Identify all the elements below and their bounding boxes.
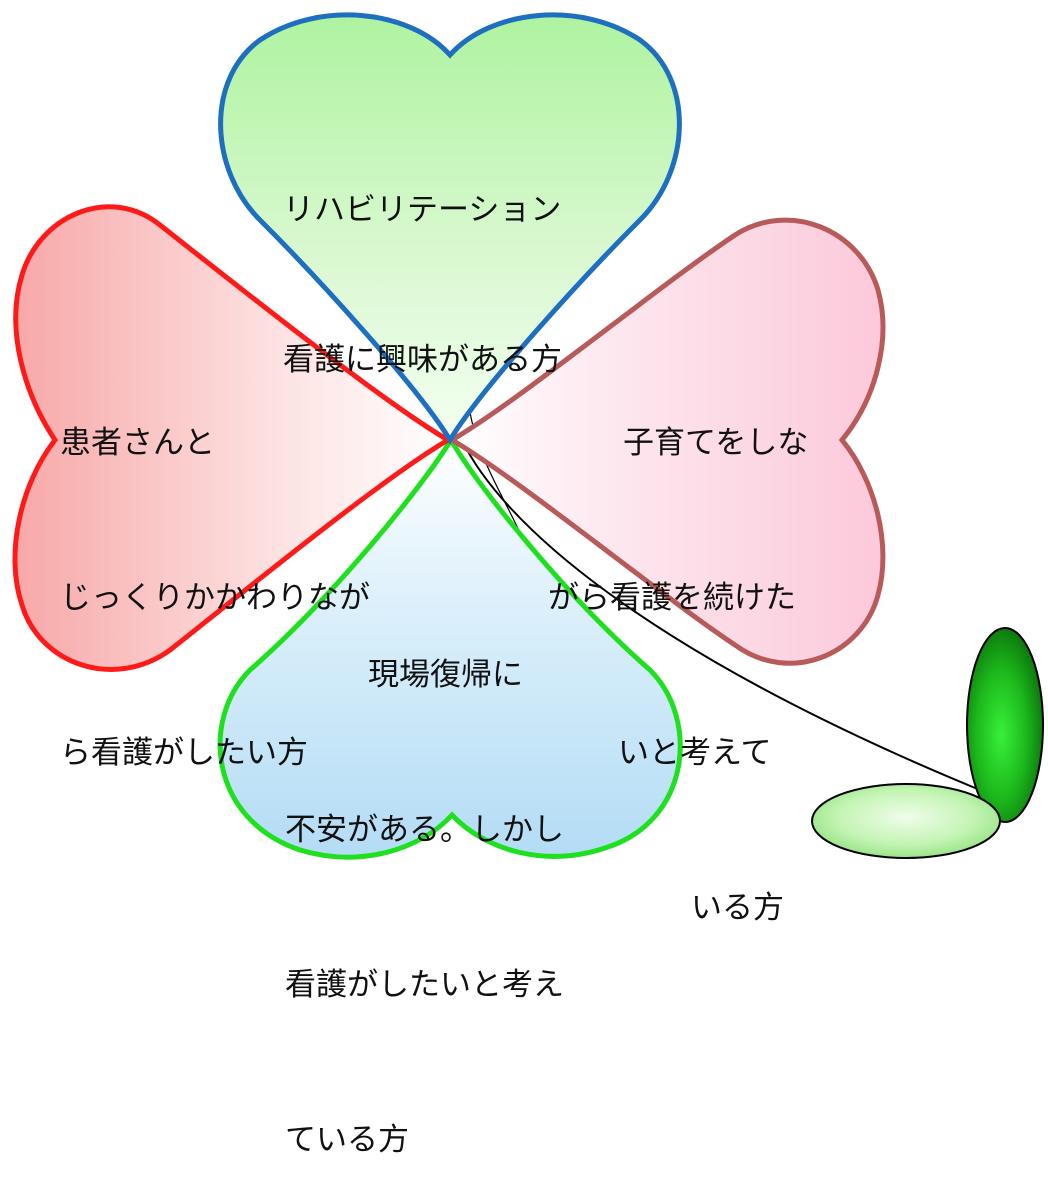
petal-right-shape — [447, 217, 886, 666]
petal-bottom-shape — [217, 435, 683, 860]
petal-left-text: 患者さんと じっくりかかわりなが ら看護がしたい方 — [60, 343, 370, 813]
petal-top-shape — [218, 12, 682, 445]
petal-right-line-3: いと考えて — [618, 735, 772, 771]
leaf-flat — [811, 783, 1001, 859]
petal-top-line-1: リハビリテーション — [283, 192, 562, 228]
stem — [461, 439, 981, 791]
petal-bottom-line-1: 現場復帰に — [368, 657, 523, 693]
petal-right-text: 子育てをしな がら看護を続けた いと考えて いる方 — [548, 343, 808, 968]
leaf-tall — [966, 627, 1044, 823]
clover-diagram — [12, 12, 1044, 860]
petal-left-line-1: 患者さんと — [60, 425, 215, 461]
petal-top-line-2: 看護に興味がある方 — [283, 342, 562, 378]
petal-bottom-line-4: ている方 — [285, 1122, 409, 1158]
petal-left-line-2: じっくりかかわりなが — [60, 580, 370, 616]
petal-left-line-3: ら看護がしたい方 — [60, 735, 308, 771]
petal-bottom-line-2: 不安がある。しかし — [285, 812, 564, 848]
petal-right-line-1: 子育てをしな — [623, 425, 809, 461]
petal-right-line-2: がら看護を続けた — [548, 580, 796, 616]
petal-bottom-text: 現場復帰に 不安がある。しかし 看護がしたいと考え ている方 — [285, 575, 564, 1200]
petal-right-line-4: いる方 — [691, 890, 784, 926]
petal-left-shape — [12, 204, 453, 672]
petal-bottom-line-3: 看護がしたいと考え — [285, 967, 564, 1003]
petal-top-text: リハビリテーション 看護に興味がある方 — [283, 110, 562, 420]
